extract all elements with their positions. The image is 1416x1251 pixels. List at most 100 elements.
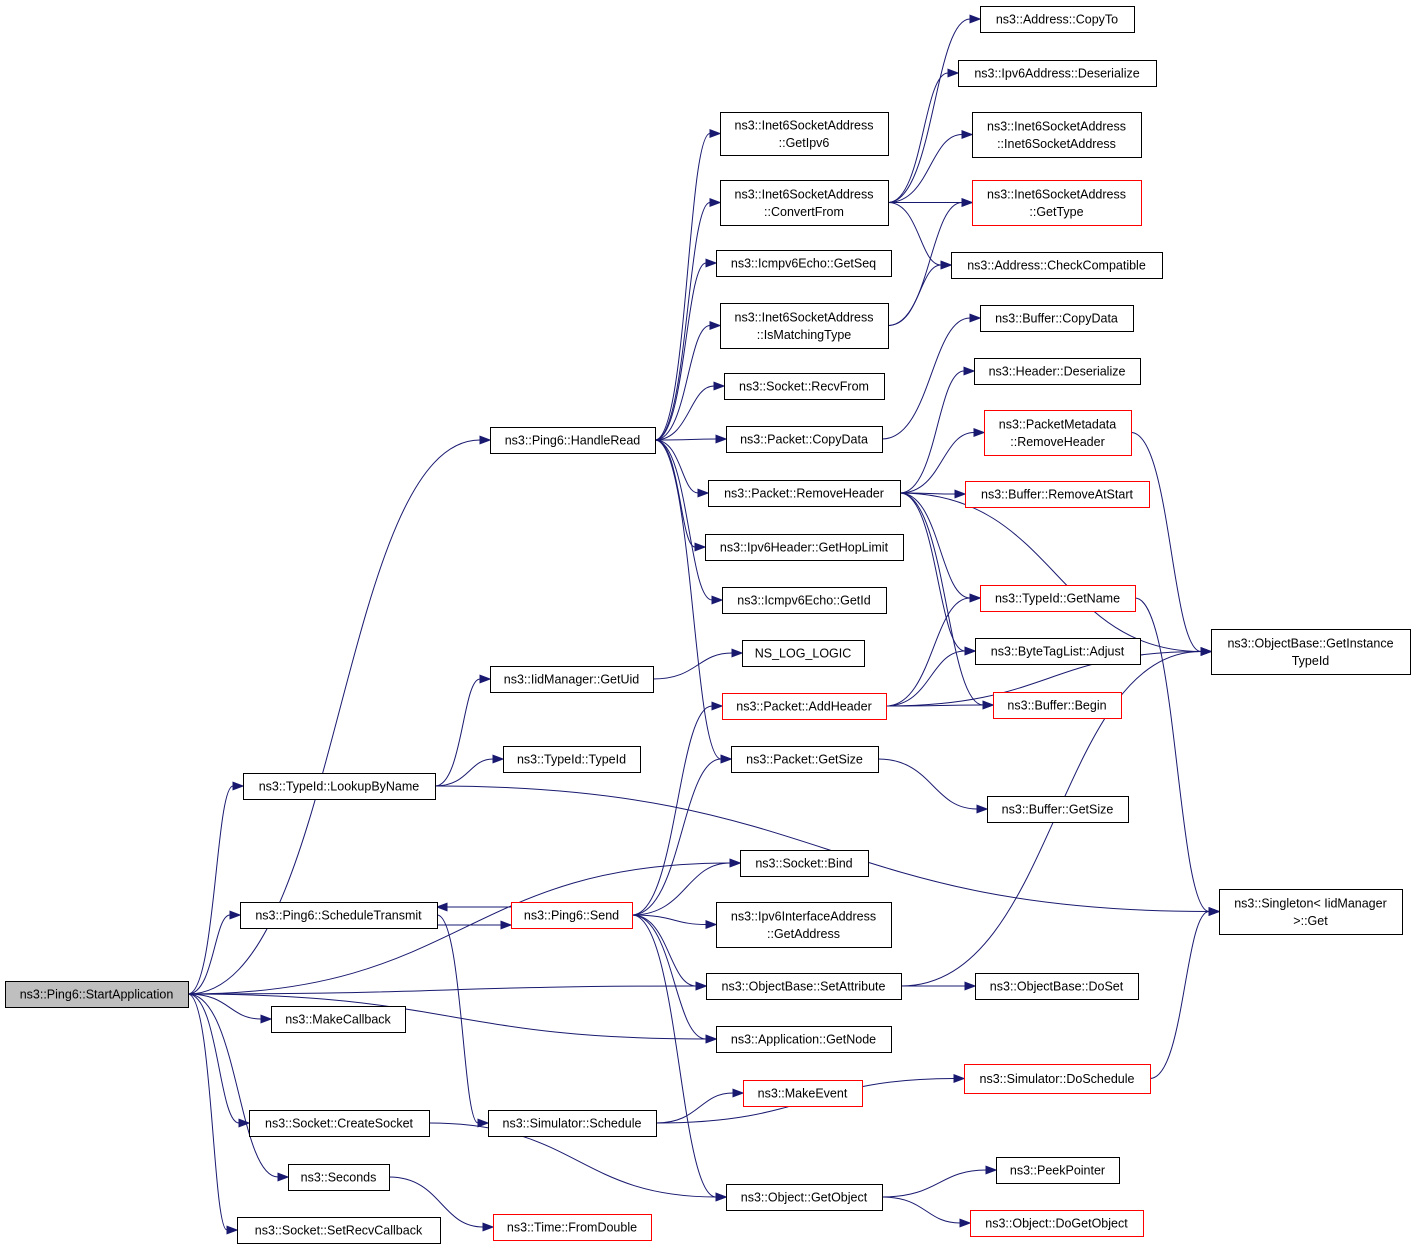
- edge-packet_removeheader-to-bytetag_adjust: [899, 492, 977, 656]
- node-sim-schedule[interactable]: ns3::Simulator::Schedule: [488, 1110, 657, 1137]
- edge-handle_read-to-packet_copydata: [654, 434, 728, 444]
- node-socket-bind[interactable]: ns3::Socket::Bind: [740, 850, 869, 877]
- node-ipv6if-getaddress[interactable]: ns3::Ipv6InterfaceAddress::GetAddress: [716, 902, 892, 948]
- node-label: ns3::Ping6::HandleRead: [505, 434, 641, 448]
- edge-arrowhead: [969, 14, 982, 24]
- edge-line: [631, 862, 731, 916]
- node-typeid-getname[interactable]: ns3::TypeId::GetName: [980, 585, 1136, 612]
- edge-packet_copydata-to-buffer_copydata: [881, 313, 982, 440]
- node-ipv6addr-deserialize[interactable]: ns3::Ipv6Address::Deserialize: [958, 60, 1157, 87]
- node-time-fromdouble[interactable]: ns3::Time::FromDouble: [493, 1214, 652, 1241]
- node-start-app[interactable]: ns3::Ping6::StartApplication: [5, 981, 189, 1008]
- node-header-deserialize[interactable]: ns3::Header::Deserialize: [974, 358, 1141, 385]
- node-buffer-getsize[interactable]: ns3::Buffer::GetSize: [987, 796, 1129, 823]
- edge-line: [631, 914, 707, 925]
- edge-handle_read-to-inet6_getipv6: [654, 128, 722, 441]
- edge-start_app-to-sched_transmit: [187, 910, 242, 995]
- edge-arrowhead: [711, 701, 724, 711]
- edge-arrowhead: [277, 1172, 290, 1182]
- node-socket-recvfrom[interactable]: ns3::Socket::RecvFrom: [724, 373, 885, 400]
- node-label: ns3::Socket::CreateSocket: [265, 1117, 414, 1131]
- node-label: ns3::Ping6::ScheduleTransmit: [255, 909, 422, 923]
- edge-line: [434, 785, 1210, 912]
- node-label: ns3::Inet6SocketAddress: [735, 310, 874, 324]
- node-box: [975, 973, 1139, 1000]
- edge-line: [187, 439, 481, 995]
- edge-arrowhead: [711, 595, 724, 605]
- edge-handle_read-to-inet6_ismatching: [654, 320, 722, 441]
- node-inet6-convertfrom[interactable]: ns3::Inet6SocketAddress::ConvertFrom: [720, 180, 889, 226]
- node-box: [716, 250, 892, 277]
- node-label: ns3::TypeId::TypeId: [517, 753, 626, 767]
- node-label: ns3::Inet6SocketAddress: [987, 119, 1126, 133]
- node-label: ns3::Simulator::Schedule: [503, 1117, 642, 1131]
- edge-arrowhead: [985, 1165, 998, 1175]
- node-app-getnode[interactable]: ns3::Application::GetNode: [716, 1026, 892, 1053]
- node-label: ns3::Packet::AddHeader: [736, 700, 872, 714]
- node-inet6-getipv6[interactable]: ns3::Inet6SocketAddress::GetIpv6: [720, 112, 889, 156]
- node-set-recv-cb[interactable]: ns3::Socket::SetRecvCallback: [237, 1217, 441, 1244]
- node-seconds[interactable]: ns3::Seconds: [288, 1164, 390, 1191]
- node-object-dogetobject[interactable]: ns3::Object::DoGetObject: [970, 1210, 1144, 1237]
- node-singleton-get[interactable]: ns3::Singleton< IidManager>::Get: [1219, 889, 1403, 935]
- edge-ping6_send-to-ipv6if_getaddress: [631, 914, 718, 930]
- node-object-getobject[interactable]: ns3::Object::GetObject: [726, 1184, 883, 1211]
- edge-arrowhead: [232, 781, 245, 791]
- edge-inet6_convertfrom-to-addr_checkcompat: [887, 202, 953, 270]
- node-box: [993, 692, 1122, 719]
- node-inet6-ctor[interactable]: ns3::Inet6SocketAddress::Inet6SocketAddr…: [972, 112, 1142, 158]
- node-inet6-ismatching[interactable]: ns3::Inet6SocketAddress::IsMatchingType: [720, 303, 889, 349]
- node-ns-log-logic[interactable]: NS_LOG_LOGIC: [742, 640, 865, 667]
- edge-iid_getuid-to-ns_log_logic: [652, 648, 744, 680]
- node-lookup-by-name[interactable]: ns3::TypeId::LookupByName: [243, 773, 436, 800]
- node-icmp-getseq[interactable]: ns3::Icmpv6Echo::GetSeq: [716, 250, 892, 277]
- node-label: ns3::Ipv6InterfaceAddress: [731, 909, 876, 923]
- edge-line: [654, 439, 722, 760]
- node-buffer-removeatstart[interactable]: ns3::Buffer::RemoveAtStart: [965, 481, 1150, 508]
- node-packet-removeheader[interactable]: ns3::Packet::RemoveHeader: [708, 480, 901, 507]
- node-make-callback[interactable]: ns3::MakeCallback: [271, 1006, 406, 1033]
- node-addr-checkcompat[interactable]: ns3::Address::CheckCompatible: [951, 252, 1163, 279]
- node-ping6-send[interactable]: ns3::Ping6::Send: [511, 902, 633, 929]
- node-pktmeta-removeheader[interactable]: ns3::PacketMetadata::RemoveHeader: [984, 410, 1132, 456]
- node-typeid-typeid[interactable]: ns3::TypeId::TypeId: [503, 746, 641, 773]
- edge-arrowhead: [705, 258, 718, 268]
- node-label: ns3::ByteTagList::Adjust: [991, 645, 1125, 659]
- node-peek-pointer[interactable]: ns3::PeekPointer: [996, 1157, 1120, 1184]
- node-sim-doschedule[interactable]: ns3::Simulator::DoSchedule: [964, 1064, 1151, 1094]
- edge-ping6_send-to-socket_bind: [631, 858, 742, 916]
- node-buffer-copydata[interactable]: ns3::Buffer::CopyData: [980, 305, 1134, 332]
- node-box: [1211, 629, 1411, 675]
- node-label: ns3::Socket::RecvFrom: [739, 380, 869, 394]
- node-label: ns3::Singleton< IidManager: [1234, 896, 1387, 910]
- edge-line: [887, 264, 942, 326]
- edge-line: [654, 202, 711, 441]
- nodes-layer: ns3::Ping6::StartApplication ns3::Ping6::…: [5, 6, 1411, 1244]
- node-box: [726, 1184, 883, 1211]
- node-packet-copydata[interactable]: ns3::Packet::CopyData: [726, 426, 883, 453]
- node-buffer-begin[interactable]: ns3::Buffer::Begin: [993, 692, 1122, 719]
- edge-packet_getsize-to-buffer_getsize: [877, 758, 989, 814]
- edge-arrowhead: [709, 320, 722, 331]
- edge-seconds-to-time_fromdouble: [388, 1176, 495, 1232]
- node-bytetag-adjust[interactable]: ns3::ByteTagList::Adjust: [975, 638, 1141, 665]
- node-create-socket[interactable]: ns3::Socket::CreateSocket: [249, 1110, 430, 1137]
- edge-line: [652, 652, 733, 680]
- node-sched-transmit[interactable]: ns3::Ping6::ScheduleTransmit: [240, 902, 438, 929]
- edge-line: [187, 993, 279, 1178]
- node-objbase-setattr[interactable]: ns3::ObjectBase::SetAttribute: [706, 973, 902, 1000]
- node-inet6-gettype[interactable]: ns3::Inet6SocketAddress::GetType: [972, 180, 1142, 226]
- edge-arrowhead: [260, 1014, 273, 1024]
- node-objbase-doset[interactable]: ns3::ObjectBase::DoSet: [975, 973, 1139, 1000]
- node-handle-read[interactable]: ns3::Ping6::HandleRead: [490, 427, 656, 454]
- node-addr-copyto[interactable]: ns3::Address::CopyTo: [980, 6, 1135, 33]
- node-packet-addheader[interactable]: ns3::Packet::AddHeader: [722, 693, 887, 720]
- node-ipv6-gethoplimit[interactable]: ns3::Ipv6Header::GetHopLimit: [705, 534, 904, 561]
- edge-object_getobject-to-peek_pointer: [881, 1165, 998, 1198]
- node-packet-getsize[interactable]: ns3::Packet::GetSize: [731, 746, 879, 773]
- node-make-event[interactable]: ns3::MakeEvent: [743, 1080, 863, 1107]
- node-iid-getuid[interactable]: ns3::IidManager::GetUid: [490, 666, 654, 693]
- node-box: [271, 1006, 406, 1033]
- node-icmp-getid[interactable]: ns3::Icmpv6Echo::GetId: [722, 587, 887, 614]
